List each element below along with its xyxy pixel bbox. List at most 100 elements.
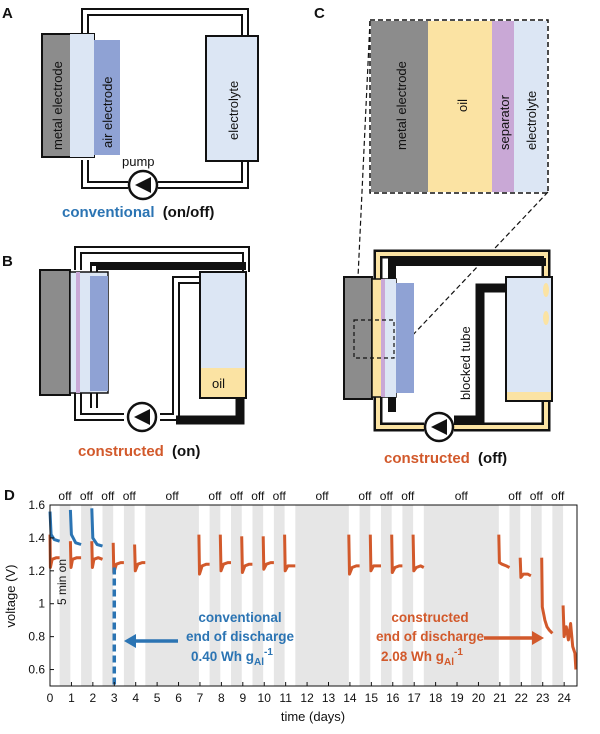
panel-c-zoom-box — [353, 319, 395, 359]
panel-b-oil-tube — [176, 398, 245, 425]
constructed-segment-9 — [283, 534, 296, 573]
x-tick-label-12: 12 — [300, 691, 314, 705]
x-tick-label-6: 6 — [175, 691, 182, 705]
panel-a-air-label: air electrode — [100, 76, 115, 148]
off-period-6 — [231, 505, 242, 686]
constructed-segment-17 — [561, 605, 578, 670]
conventional-segment-2 — [90, 508, 103, 548]
panel-b-letter: B — [2, 253, 13, 270]
off-label-9: off — [316, 489, 330, 503]
constructed-segment-8 — [261, 536, 274, 571]
x-tick-label-17: 17 — [408, 691, 422, 705]
off-label-0: off — [58, 489, 72, 503]
annotation-conventional-sub: Al — [254, 657, 264, 668]
x-tick-label-8: 8 — [218, 691, 225, 705]
annotation-conventional-arrow-icon — [124, 634, 136, 648]
x-tick-label-1: 1 — [68, 691, 75, 705]
panel-a-electrolyte — [205, 35, 259, 162]
annotation-constructed: constructed end of discharge 2.08 Wh gAl… — [376, 610, 544, 668]
annotation-constructed-sub: Al — [444, 657, 454, 668]
chart-series — [48, 508, 578, 686]
off-period-2 — [102, 505, 114, 686]
panel-c-air-electrode — [396, 283, 414, 393]
off-label-8: off — [273, 489, 287, 503]
off-period-8 — [273, 505, 285, 686]
y-tick-label-3: 1.2 — [28, 564, 45, 578]
panel-b-air-electrode — [90, 276, 108, 391]
off-period-3 — [123, 505, 135, 686]
off-label-11: off — [380, 489, 394, 503]
off-label-16: off — [551, 489, 565, 503]
annotation-constructed-value: 2.08 Wh g — [381, 649, 444, 664]
off-period-15 — [530, 505, 542, 686]
panel-a-caption-main: conventional — [62, 204, 155, 221]
panel-c-electrolyte — [505, 276, 553, 402]
chart-y-axis: 0.60.811.21.41.6 — [28, 498, 54, 677]
constructed-segment-16 — [540, 557, 554, 635]
x-tick-label-10: 10 — [258, 691, 272, 705]
panel-a-letter: A — [2, 5, 13, 22]
x-tick-label-23: 23 — [536, 691, 550, 705]
x-tick-label-11: 11 — [279, 691, 292, 705]
x-tick-label-21: 21 — [493, 691, 507, 705]
constructed-segment-14 — [497, 534, 511, 569]
constructed-segment-13 — [411, 534, 425, 573]
x-tick-label-15: 15 — [365, 691, 379, 705]
panel-a-pump-arrow-icon — [135, 177, 151, 193]
y-tick-label-2: 1 — [38, 597, 45, 611]
conventional-segment-0 — [48, 511, 61, 543]
constructed-segment-2 — [90, 541, 104, 569]
panel-a-caption-state: (on/off) — [163, 204, 215, 221]
off-label-6: off — [230, 489, 244, 503]
panel-a-electrolyte-label: electrolyte — [226, 81, 241, 140]
constructed-segment-6 — [218, 534, 231, 573]
x-tick-label-0: 0 — [47, 691, 54, 705]
off-period-5 — [209, 505, 221, 686]
off-label-3: off — [123, 489, 137, 503]
chart-y-label: voltage (V) — [3, 565, 18, 628]
annotation-constructed-line2: end of discharge — [376, 629, 485, 644]
constructed-segment-11 — [368, 534, 381, 573]
constructed-segment-1 — [68, 541, 82, 569]
annotation-conventional-line1: conventional — [198, 610, 281, 625]
x-tick-label-14: 14 — [343, 691, 357, 705]
panel-c-separator — [381, 279, 385, 397]
x-tick-label-5: 5 — [154, 691, 161, 705]
x-tick-label-9: 9 — [239, 691, 246, 705]
panel-c: C metal electrode oil separator electrol… — [314, 5, 553, 467]
off-period-9 — [295, 505, 349, 686]
annotation-conventional-sup: -1 — [264, 647, 273, 658]
svg-text:0.40 Wh gAl-1: 0.40 Wh gAl-1 — [191, 647, 273, 668]
panel-c-inset-label-metal: metal electrode — [394, 61, 409, 150]
x-tick-label-4: 4 — [132, 691, 139, 705]
annotation-constructed-arrow-icon — [532, 631, 544, 645]
annotation-conventional-value: 0.40 Wh g — [191, 649, 254, 664]
constructed-segment-5 — [197, 534, 210, 576]
annotation-constructed-line1: constructed — [391, 610, 468, 625]
panel-c-inset-label-oil: oil — [455, 99, 470, 112]
off-label-15: off — [530, 489, 544, 503]
chart-plot-frame — [49, 504, 578, 687]
off-label-2: off — [101, 489, 115, 503]
panel-c-caption-state: (off) — [478, 450, 507, 467]
off-period-0 — [59, 505, 71, 686]
constructed-segment-4 — [133, 544, 146, 573]
panel-b-metal-electrode — [39, 269, 71, 396]
constructed-segment-10 — [347, 534, 360, 576]
panel-c-inset-separator — [492, 21, 514, 192]
off-period-14 — [509, 505, 521, 686]
x-tick-label-24: 24 — [557, 691, 571, 705]
off-label-7: off — [251, 489, 265, 503]
y-tick-label-1: 0.8 — [28, 630, 45, 644]
panel-a-air-electrode — [94, 40, 120, 155]
y-tick-label-5: 1.6 — [28, 498, 45, 512]
panel-c-inset-label-electrolyte: electrolyte — [524, 91, 539, 150]
x-tick-label-16: 16 — [386, 691, 400, 705]
constructed-segment-12 — [390, 534, 403, 574]
x-tick-label-20: 20 — [472, 691, 486, 705]
svg-text:2.08 Wh gAl-1: 2.08 Wh gAl-1 — [381, 647, 463, 668]
